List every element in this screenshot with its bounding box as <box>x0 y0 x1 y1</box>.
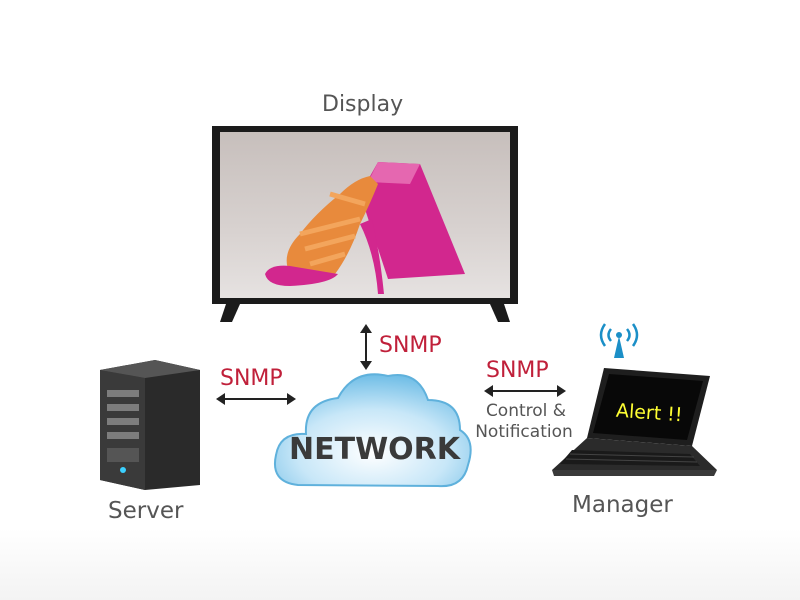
snmp-server-label: SNMP <box>220 366 283 391</box>
manager-network-arrow <box>484 385 566 397</box>
server-network-arrow <box>216 393 296 405</box>
network-label: NETWORK <box>289 432 461 467</box>
laptop-icon <box>552 368 717 476</box>
control-label: Control & <box>485 401 567 421</box>
server-icon <box>100 360 200 490</box>
server-label: Server <box>108 498 184 524</box>
tv-icon <box>212 126 518 322</box>
snmp-display-label: SNMP <box>379 333 442 358</box>
display-network-arrow <box>360 324 372 370</box>
cloud-icon <box>274 373 472 488</box>
notification-label: Notification <box>475 422 573 442</box>
alert-text: Alert !! <box>615 399 684 427</box>
snmp-manager-label: SNMP <box>486 358 549 383</box>
display-label: Display <box>322 92 404 117</box>
signal-icon <box>599 323 639 358</box>
manager-label: Manager <box>572 492 673 518</box>
